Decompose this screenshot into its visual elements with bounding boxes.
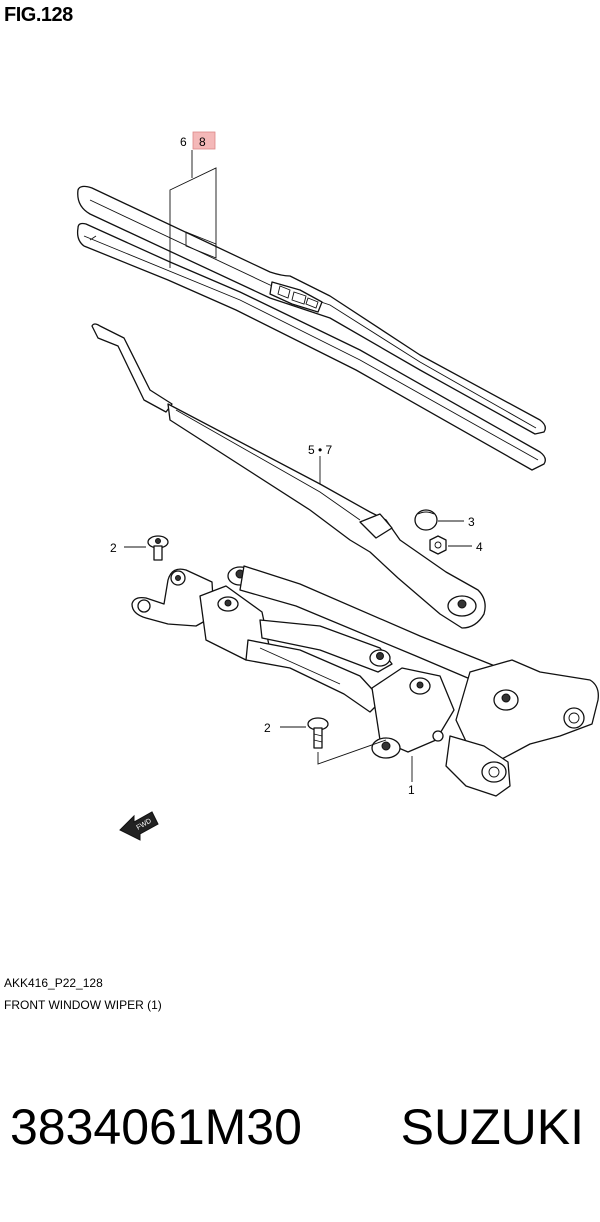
callout-8-highlight [192,131,216,150]
callout-8: 8 [199,135,206,149]
callout-2-lower: 2 [264,721,271,735]
figure-title: FIG.128 [4,4,73,26]
part-number: 3834061M30 [10,1099,302,1155]
callout-5-7: 5 • 7 [308,443,333,457]
callout-3: 3 [468,515,475,529]
callout-2-upper: 2 [110,541,117,555]
bolt-upper [147,535,169,561]
bolt-lower [307,717,329,749]
wiper-linkage [131,565,599,797]
brand-name: SUZUKI [400,1099,584,1155]
nut [429,535,447,555]
fwd-arrow-icon: FWD [119,811,159,841]
callout-6: 6 [180,135,187,149]
wiper-exploded-diagram: 6 8 5 • 7 3 4 2 [76,131,599,841]
figure-description: FRONT WINDOW WIPER (1) [4,998,162,1012]
callout-1: 1 [408,783,415,797]
callout-4: 4 [476,540,483,554]
wiper-arm [91,323,486,629]
figure-code: AKK416_P22_128 [4,976,103,990]
nut-cap [414,509,438,531]
wiper-blade [76,185,546,471]
